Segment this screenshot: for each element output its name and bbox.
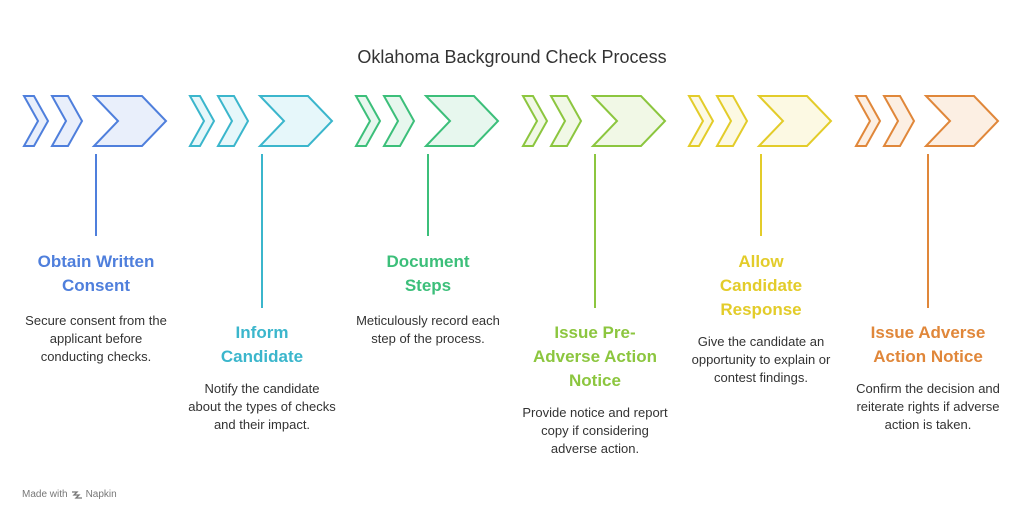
step-3-heading: Document Steps xyxy=(386,252,470,295)
napkin-brand-label: Napkin xyxy=(85,489,117,500)
step-5-heading: Allow Candidate Response xyxy=(719,252,803,319)
step-4-chevrons xyxy=(521,95,667,147)
step-1-chevrons xyxy=(22,95,168,147)
step-4-chevron-3 xyxy=(590,95,667,147)
step-3-chevron-1 xyxy=(354,95,382,147)
step-1-chevron-2 xyxy=(50,95,84,147)
step-1-heading: Obtain Written Consent xyxy=(37,252,155,295)
diagram-title: Oklahoma Background Check Process xyxy=(357,47,667,67)
step-6-chevrons xyxy=(854,95,1000,147)
step-3-description: Meticulously record each step of the pro… xyxy=(356,313,500,346)
step-4-heading: Issue Pre-Adverse Action Notice xyxy=(532,323,658,390)
step-2-chevron-3 xyxy=(257,95,334,147)
step-6-chevron-3 xyxy=(923,95,1000,147)
step-4-description: Provide notice and report copy if consid… xyxy=(522,405,668,456)
step-4-chevron-1 xyxy=(521,95,549,147)
step-6-chevron-2 xyxy=(882,95,916,147)
made-with-label: Made with xyxy=(22,489,68,500)
step-6-chevron-1 xyxy=(854,95,882,147)
step-5-chevrons xyxy=(687,95,833,147)
step-3-chevrons xyxy=(354,95,500,147)
step-1-chevron-3 xyxy=(91,95,168,147)
step-2-chevron-2 xyxy=(216,95,250,147)
footer-branding: Made with Napkin xyxy=(22,489,117,500)
step-5-chevron-2 xyxy=(715,95,749,147)
step-2-chevron-1 xyxy=(188,95,216,147)
step-3-chevron-2 xyxy=(382,95,416,147)
napkin-logo-icon xyxy=(71,490,82,499)
step-5-description: Give the candidate an opportunity to exp… xyxy=(691,334,831,385)
step-2-description: Notify the candidate about the types of … xyxy=(188,381,336,432)
step-1-chevron-1 xyxy=(22,95,50,147)
step-2-heading: Inform Candidate xyxy=(220,323,304,366)
step-5-chevron-1 xyxy=(687,95,715,147)
step-1-description: Secure consent from the applicant before… xyxy=(25,313,167,364)
step-3-chevron-3 xyxy=(423,95,500,147)
step-2-chevrons xyxy=(188,95,334,147)
step-4-chevron-2 xyxy=(549,95,583,147)
step-5-chevron-3 xyxy=(756,95,833,147)
step-6-heading: Issue Adverse Action Notice xyxy=(870,323,986,366)
step-6-description: Confirm the decision and reiterate right… xyxy=(856,381,1000,432)
